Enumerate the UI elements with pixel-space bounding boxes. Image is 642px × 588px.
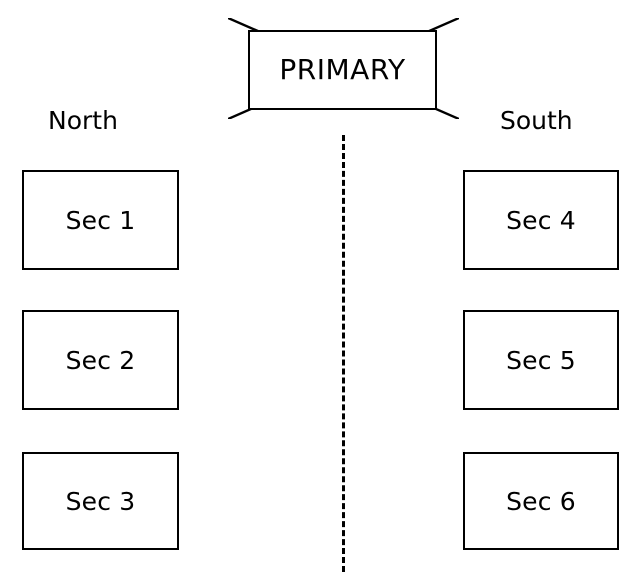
section-box-sec-6[interactable]: Sec 6	[463, 452, 619, 550]
primary-label: PRIMARY	[279, 53, 406, 86]
section-box-sec-1[interactable]: Sec 1	[22, 170, 179, 270]
section-box-label: Sec 2	[65, 345, 136, 375]
south-side-label: South	[500, 106, 573, 135]
section-box-sec-2[interactable]: Sec 2	[22, 310, 179, 410]
section-box-label: Sec 5	[506, 345, 576, 375]
primary-node[interactable]: PRIMARY	[228, 18, 459, 119]
vertical-dashed-divider	[342, 135, 345, 572]
section-box-label: Sec 3	[65, 486, 136, 516]
north-side-label: North	[48, 106, 118, 135]
primary-box[interactable]: PRIMARY	[248, 30, 437, 110]
section-box-label: Sec 4	[506, 205, 576, 235]
section-box-label: Sec 6	[506, 486, 576, 516]
section-box-sec-4[interactable]: Sec 4	[463, 170, 619, 270]
section-box-sec-3[interactable]: Sec 3	[22, 452, 179, 550]
section-box-sec-5[interactable]: Sec 5	[463, 310, 619, 410]
section-box-label: Sec 1	[65, 205, 136, 235]
